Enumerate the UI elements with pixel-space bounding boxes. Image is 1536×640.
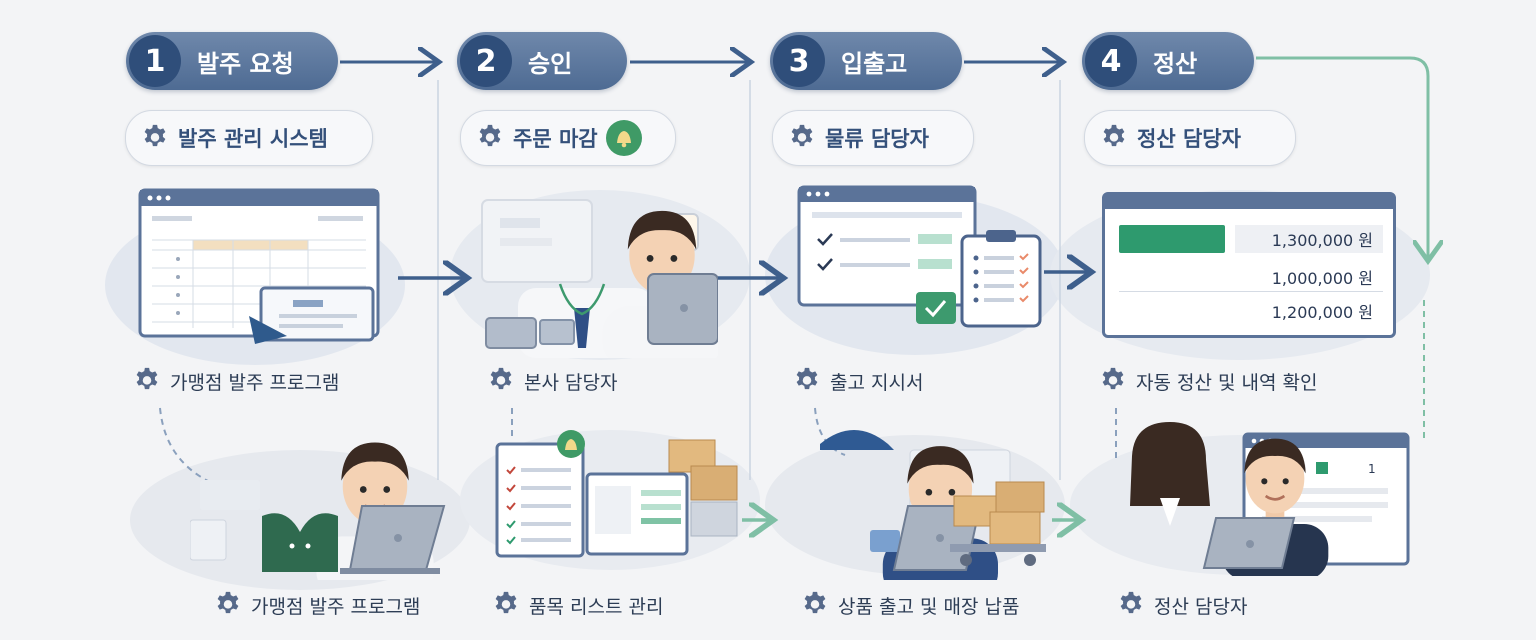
- step-pill-4: 4 정산: [1082, 32, 1254, 90]
- caption-shipping-order: 출고 지시서: [792, 366, 923, 396]
- caption-delivery: 상품 출고 및 매장 납품: [800, 590, 1019, 620]
- gear-icon: [800, 590, 830, 620]
- order-form-overlay: [249, 286, 375, 344]
- cap-icon: [820, 430, 894, 450]
- settlement-bar: [1119, 225, 1225, 253]
- amount-row: 1,200,000 원: [1105, 299, 1393, 325]
- caption-label: 품목 리스트 관리: [529, 595, 664, 618]
- shipping-checklist-illustration: [797, 185, 1042, 328]
- window-titlebar: [1105, 195, 1393, 209]
- gear-icon: [792, 366, 822, 396]
- hair: [1130, 422, 1210, 506]
- gear-icon: [213, 590, 243, 620]
- gear-icon: [475, 123, 505, 153]
- step-number: 3: [773, 35, 825, 87]
- amount-row: 1,000,000 원: [1105, 265, 1393, 291]
- step-label: 승인: [528, 49, 573, 78]
- gear-icon: [132, 366, 162, 396]
- step-label: 입출고: [841, 49, 908, 78]
- step-number: 1: [129, 35, 181, 87]
- caption-franchise-program-bottom: 가맹점 발주 프로그램: [213, 590, 420, 620]
- caption-hq-staff: 본사 담당자: [486, 366, 617, 396]
- step-pill-3: 3 입출고: [770, 32, 962, 90]
- cursor-icon: [249, 316, 287, 344]
- caption-settlement-staff: 정산 담당자: [1116, 590, 1247, 620]
- role-pill-settlement: 정산 담당자: [1084, 110, 1296, 166]
- check-icon: [817, 258, 833, 271]
- role-pill-order-cutoff: 주문 마감: [460, 110, 676, 166]
- cart: [950, 544, 1046, 552]
- caption-label: 본사 담당자: [524, 371, 618, 394]
- step-number: 4: [1085, 35, 1137, 87]
- delivery-worker-illustration: [820, 430, 1046, 580]
- bell-icon: [605, 120, 642, 156]
- caption-auto-settlement: 자동 정산 및 내역 확인: [1098, 366, 1317, 396]
- role-label: 주문 마감: [513, 127, 598, 151]
- caption-label: 가맹점 발주 프로그램: [170, 371, 340, 394]
- gear-icon: [1116, 590, 1146, 620]
- hq-staff-illustration: [481, 199, 718, 358]
- gear-icon: [1099, 123, 1129, 153]
- clipboard-icon: [960, 234, 1042, 328]
- return-arrow: [1256, 56, 1428, 258]
- caption-label: 출고 지시서: [830, 371, 924, 394]
- screen-digit: 1: [1368, 462, 1376, 476]
- role-pill-logistics: 물류 담당자: [772, 110, 974, 166]
- item-list-illustration: [495, 430, 738, 558]
- caption-label: 상품 출고 및 매장 납품: [838, 595, 1020, 618]
- gear-icon: [491, 590, 521, 620]
- step-pill-2: 2 승인: [457, 32, 627, 90]
- gear-icon: [486, 366, 516, 396]
- apron: [262, 513, 300, 572]
- check-icon: [817, 233, 833, 246]
- caption-label: 자동 정산 및 내역 확인: [1136, 371, 1318, 394]
- role-label: 정산 담당자: [1137, 127, 1241, 151]
- amount-value: 1,300,000 원: [1271, 231, 1373, 250]
- step-pill-1: 1 발주 요청: [126, 32, 338, 90]
- gear-icon: [787, 123, 817, 153]
- amount-row: 1,300,000 원: [1105, 225, 1393, 253]
- connector-dashed: [814, 407, 846, 456]
- necktie: [574, 308, 590, 348]
- amount-value: 1,000,000 원: [1271, 269, 1373, 288]
- franchise-owner-illustration: [190, 420, 446, 580]
- gear-icon: [140, 123, 170, 153]
- gear-icon: [1098, 366, 1128, 396]
- caption-franchise-program: 가맹점 발주 프로그램: [132, 366, 339, 396]
- settlement-window: 1,300,000 원 1,000,000 원 1,200,000 원: [1102, 192, 1396, 338]
- amount-value: 1,200,000 원: [1271, 303, 1373, 322]
- step-label: 정산: [1153, 49, 1198, 78]
- step-label: 발주 요청: [197, 49, 294, 78]
- caption-item-list: 품목 리스트 관리: [491, 590, 663, 620]
- caption-label: 가맹점 발주 프로그램: [251, 595, 421, 618]
- role-label: 물류 담당자: [825, 127, 929, 151]
- role-label: 발주 관리 시스템: [178, 127, 328, 151]
- step-number: 2: [460, 35, 512, 87]
- settlement-staff-illustration: 1: [1130, 422, 1410, 576]
- caption-label: 정산 담당자: [1154, 595, 1248, 618]
- approved-check-icon: [916, 292, 956, 324]
- role-pill-ordering-system: 발주 관리 시스템: [125, 110, 373, 166]
